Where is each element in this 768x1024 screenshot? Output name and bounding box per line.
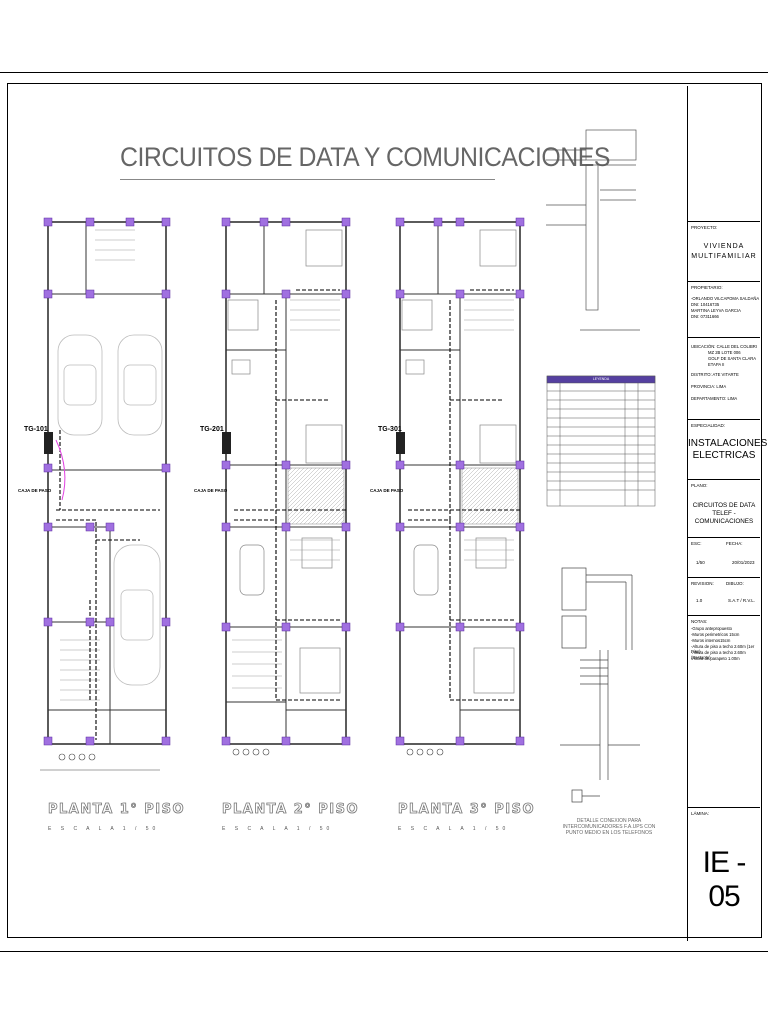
owner-label: PROPIETARIO: bbox=[691, 285, 723, 290]
drawn-by-label: DIBUJO: bbox=[726, 581, 744, 586]
location-line-3: GOLF DE SANTA CLARA bbox=[708, 356, 757, 361]
date-value: 20/01/2023 bbox=[732, 560, 755, 565]
plan-2-stairs bbox=[232, 299, 340, 689]
plan-title-3: PLANTA 3° PISO bbox=[398, 802, 536, 818]
location-line-1: UBICACIÓN: CALLE DEL COLIBRI bbox=[691, 344, 757, 349]
owner-line-3: MARTINA LEYVA GARCIA bbox=[691, 308, 741, 313]
sheet-label: LÁMINA: bbox=[691, 811, 710, 816]
plan-scale-2: E S C A L A 1 / 50 bbox=[222, 826, 334, 832]
specialty-name: INSTALACIONES ELECTRICAS bbox=[688, 438, 768, 461]
plan-scale-3: E S C A L A 1 / 50 bbox=[398, 826, 510, 832]
project-name: VIVIENDA MULTIFAMILIAR bbox=[691, 243, 757, 260]
owner-line-1: -ORLANDO VILCAPOMA SALDAÑA bbox=[691, 296, 760, 301]
plan-2-wiring bbox=[234, 289, 346, 701]
legend-title: LEYENDA bbox=[592, 377, 610, 381]
owner-line-4: DNI: 07311666 bbox=[691, 314, 719, 319]
revision-cell: REVISION: DIBUJO: 1.0 S.A.T / R.V.L. bbox=[688, 578, 760, 616]
note-1: -Grupo antepropuesto bbox=[691, 626, 732, 631]
plan-2-columns bbox=[221, 217, 351, 746]
plan-2-furniture bbox=[227, 229, 343, 694]
date-label: FECHA: bbox=[726, 541, 743, 546]
specialty-label: ESPECIALIDAD: bbox=[691, 423, 726, 428]
province-line: PROVINCIA: LIMA bbox=[691, 384, 727, 389]
note-3: -Muros internos15cm bbox=[691, 638, 731, 643]
notes-label: NOTAS: bbox=[691, 619, 708, 624]
note-5: -Altura de piso a techo 2.60m (Restante) bbox=[691, 650, 746, 661]
plan-title-1: PLANTA 1° PISO bbox=[48, 802, 186, 818]
location-cell: UBICACIÓN: CALLE DEL COLIBRI MZ 2B LOTE … bbox=[688, 338, 760, 420]
owner-cell: PROPIETARIO: -ORLANDO VILCAPOMA SALDAÑA … bbox=[688, 282, 760, 338]
location-line-4: ETAPA II bbox=[708, 362, 725, 367]
plan-name: CIRCUITOS DE DATA TELEF - COMUNICACIONES bbox=[692, 502, 756, 525]
junction-box-label-2: CAJA DE PASO bbox=[194, 488, 228, 493]
plan-1-stairs bbox=[60, 229, 135, 701]
plan-3-columns bbox=[395, 217, 525, 746]
legend-table bbox=[546, 375, 656, 507]
detail-caption: DETALLE CONEXION PARA INTERCOMUNICADORES… bbox=[562, 818, 656, 836]
connection-detail bbox=[560, 567, 640, 803]
owner-line-2: DNI: 10416735 bbox=[691, 302, 720, 307]
plan-label: PLANO: bbox=[691, 483, 708, 488]
junction-box-label-1: CAJA DE PASO bbox=[18, 488, 52, 493]
revision-value: 1.0 bbox=[696, 598, 703, 603]
title-underline bbox=[120, 179, 495, 180]
scale-date-cell: ESC: FECHA: 1/50 20/01/2023 bbox=[688, 538, 760, 578]
board-tg-301: TG-301 bbox=[378, 426, 402, 433]
drawing-sheet bbox=[0, 72, 768, 952]
note-6: -Altura de parapeto 1.00m bbox=[691, 656, 740, 661]
plan-3-furniture bbox=[401, 229, 517, 694]
note-2: -Muros perimetricos 15cm bbox=[691, 632, 740, 637]
plan-title-2: PLANTA 2° PISO bbox=[222, 802, 360, 818]
drawing-title: CIRCUITOS DE DATA Y COMUNICACIONES bbox=[120, 142, 610, 172]
board-tg-101: TG-101 bbox=[24, 426, 48, 433]
plan-1-wiring bbox=[56, 430, 160, 740]
department-line: DEPARTAMENTO: LIMA bbox=[691, 396, 738, 401]
plan-scale-1: E S C A L A 1 / 50 bbox=[48, 826, 160, 832]
junction-box-label-3: CAJA DE PASO bbox=[370, 488, 404, 493]
sheet-number-cell: LÁMINA: IE - 05 bbox=[688, 808, 760, 941]
plan-1-walls bbox=[47, 221, 167, 745]
scale-value: 1/50 bbox=[696, 560, 705, 565]
wall-section-detail bbox=[546, 129, 640, 331]
sheet-border bbox=[7, 83, 762, 938]
location-line-2: MZ 2B LOTE 006 bbox=[708, 350, 741, 355]
district-line: DISTRITO: ATE VITARTE bbox=[691, 372, 739, 377]
scale-label: ESC: bbox=[691, 541, 702, 546]
project-label: PROYECTO: bbox=[691, 225, 718, 230]
plan-1-cars bbox=[57, 334, 163, 686]
plan-3-wiring bbox=[408, 289, 520, 701]
note-4: -Altura de piso a techo 2.60m (1er Piso) bbox=[691, 644, 755, 655]
sheet-number: IE - 05 bbox=[702, 846, 747, 913]
revision-label: REVISION: bbox=[691, 581, 714, 586]
board-tg-201: TG-201 bbox=[200, 426, 224, 433]
drawn-by-value: S.A.T / R.V.L. bbox=[728, 598, 756, 603]
plan-1-columns bbox=[43, 217, 171, 746]
title-block: PROYECTO: VIVIENDA MULTIFAMILIAR PROPIET… bbox=[687, 86, 768, 941]
notes-cell: NOTAS: -Grupo antepropuesto -Muros perim… bbox=[688, 616, 760, 808]
plan-cell: PLANO: CIRCUITOS DE DATA TELEF - COMUNIC… bbox=[688, 480, 760, 538]
specialty-cell: ESPECIALIDAD: INSTALACIONES ELECTRICAS bbox=[688, 420, 768, 480]
plan-3-stairs bbox=[464, 299, 514, 561]
project-cell: PROYECTO: VIVIENDA MULTIFAMILIAR bbox=[688, 222, 760, 282]
logo-cell bbox=[688, 86, 760, 222]
